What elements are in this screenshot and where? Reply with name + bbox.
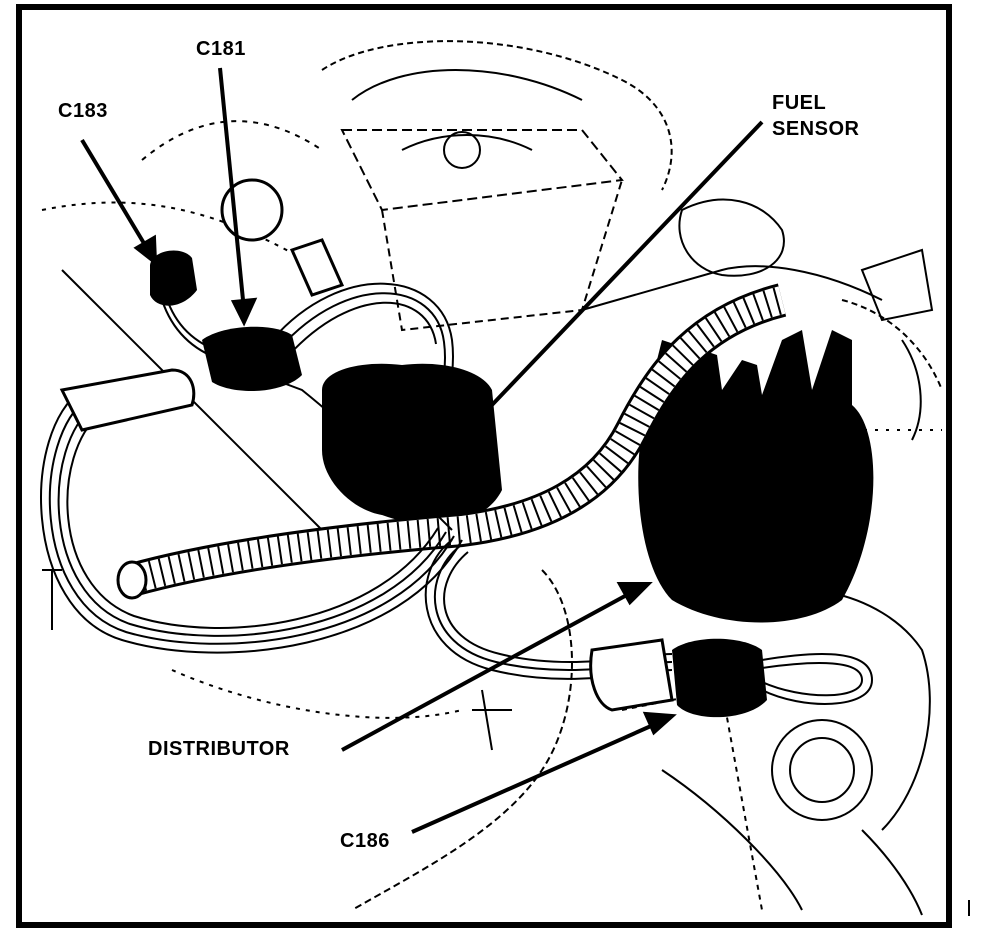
label-fuel-sensor: FUEL SENSOR [770, 90, 862, 142]
wiring-harness [127, 283, 787, 597]
diagram-frame: C181 C183 FUEL SENSOR DISTRIBUTOR C186 [16, 4, 952, 928]
label-c181: C181 [194, 36, 248, 62]
leader-lines [80, 67, 764, 834]
connector-housings [59, 178, 674, 712]
distributor-cap [638, 330, 874, 623]
label-c186: C186 [338, 828, 392, 854]
fuel-sensor-block [322, 363, 502, 525]
margin-mark [968, 900, 970, 916]
label-fuel-sensor-line1: FUEL [772, 92, 827, 114]
label-fuel-sensor-line2: SENSOR [772, 118, 860, 140]
label-distributor: DISTRIBUTOR [146, 736, 292, 762]
connector-blocks [150, 250, 767, 718]
label-c183: C183 [56, 98, 110, 124]
engine-illustration [40, 40, 943, 916]
